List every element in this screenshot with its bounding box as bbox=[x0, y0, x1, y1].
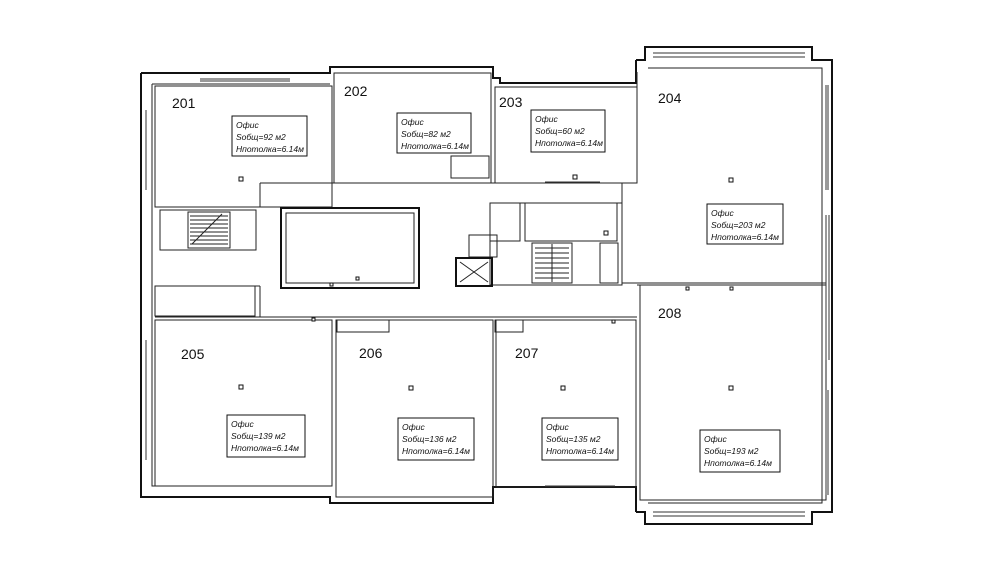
room-205: 205 Офис Sобщ=139 м2 Нпотолка=6.14м bbox=[181, 346, 306, 458]
room-height: Нпотолка=6.14м bbox=[704, 458, 772, 468]
room-type: Офис bbox=[546, 422, 569, 432]
room-202: 202 Офис Sобщ=82 м2 Нпотолка=6.14м bbox=[344, 83, 472, 154]
room-201: 201 Офис Sобщ=92 м2 Нпотолка=6.14м bbox=[172, 95, 308, 182]
room-type: Офис bbox=[535, 114, 558, 124]
stairs bbox=[190, 213, 569, 282]
room-height: Нпотолка=6.14м bbox=[236, 144, 304, 154]
room-type: Офис bbox=[711, 208, 734, 218]
room-number: 208 bbox=[658, 305, 682, 321]
room-208: 208 Офис Sобщ=193 м2 Нпотолка=6.14м bbox=[658, 305, 781, 473]
room-area: Sобщ=203 м2 bbox=[711, 220, 766, 230]
interior-walls bbox=[154, 72, 827, 501]
room-203: 203 Офис Sобщ=60 м2 Нпотолка=6.14м bbox=[499, 94, 606, 180]
room-number: 201 bbox=[172, 95, 196, 111]
room-number: 204 bbox=[658, 90, 682, 106]
room-type: Офис bbox=[231, 419, 254, 429]
room-height: Нпотолка=6.14м bbox=[535, 138, 603, 148]
room-type: Офис bbox=[402, 422, 425, 432]
room-height: Нпотолка=6.14м bbox=[546, 446, 614, 456]
room-area: Sобщ=139 м2 bbox=[231, 431, 286, 441]
room-area: Sобщ=193 м2 bbox=[704, 446, 759, 456]
room-number: 207 bbox=[515, 345, 539, 361]
room-type: Офис bbox=[704, 434, 727, 444]
room-height: Нпотолка=6.14м bbox=[401, 141, 469, 151]
room-area: Sобщ=82 м2 bbox=[401, 129, 451, 139]
windows bbox=[145, 52, 830, 517]
room-number: 205 bbox=[181, 346, 205, 362]
room-type: Офис bbox=[236, 120, 259, 130]
room-type: Офис bbox=[401, 117, 424, 127]
fixtures bbox=[311, 230, 734, 324]
room-number: 202 bbox=[344, 83, 368, 99]
room-204: 204 Офис Sобщ=203 м2 Нпотолка=6.14м bbox=[658, 90, 784, 245]
room-height: Нпотолка=6.14м bbox=[231, 443, 299, 453]
room-area: Sобщ=135 м2 bbox=[546, 434, 601, 444]
room-area: Sобщ=60 м2 bbox=[535, 126, 585, 136]
room-area: Sобщ=92 м2 bbox=[236, 132, 286, 142]
room-height: Нпотолка=6.14м bbox=[402, 446, 470, 456]
room-207: 207 Офис Sобщ=135 м2 Нпотолка=6.14м bbox=[515, 345, 619, 461]
room-206: 206 Офис Sобщ=136 м2 Нпотолка=6.14м bbox=[359, 345, 475, 461]
room-number: 203 bbox=[499, 94, 523, 110]
room-height: Нпотолка=6.14м bbox=[711, 232, 779, 242]
room-number: 206 bbox=[359, 345, 383, 361]
room-area: Sобщ=136 м2 bbox=[402, 434, 457, 444]
